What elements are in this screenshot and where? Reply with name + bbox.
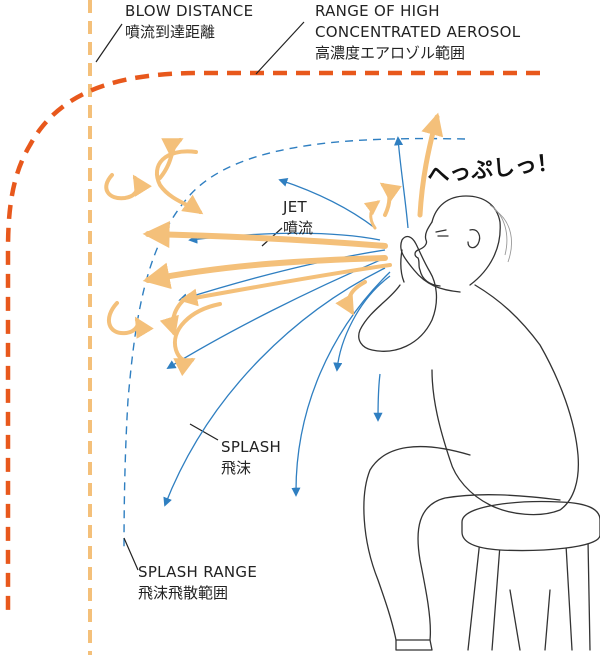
stool <box>462 502 600 650</box>
blow-distance-leader <box>96 24 122 62</box>
jet-curl <box>106 175 137 198</box>
jet-curl <box>383 185 389 215</box>
jet-curl <box>109 303 138 333</box>
splash-range-label: SPLASH RANGE 飛沫飛散範囲 <box>138 563 257 602</box>
jet-arrow-main <box>148 258 385 280</box>
splash-arrow <box>165 268 385 505</box>
jet-curl <box>175 304 220 361</box>
jet-jp: 噴流 <box>283 219 313 237</box>
blow-distance-jp: 噴流到達距離 <box>125 23 215 41</box>
jet-label: JET 噴流 <box>282 198 313 237</box>
splash-range-leader <box>124 538 138 570</box>
sneezing-person <box>359 196 600 650</box>
aerosol-leader <box>256 22 304 74</box>
aerosol-range-label: RANGE OF HIGH CONCENTRATED AEROSOL 高濃度エア… <box>315 2 521 62</box>
sneeze-sound: へっぷしっ！ <box>426 150 560 189</box>
jet-en: JET <box>282 198 308 216</box>
jet-curl <box>157 151 200 212</box>
splash-leader <box>190 424 218 440</box>
aerosol-jp: 高濃度エアロゾル範囲 <box>315 44 465 62</box>
splash-en: SPLASH <box>221 438 281 456</box>
blow-distance-label: BLOW DISTANCE 噴流到達距離 <box>125 2 253 41</box>
splash-arrow <box>378 374 380 420</box>
splash-range-jp: 飛沫飛散範囲 <box>138 584 228 602</box>
blow-distance-en: BLOW DISTANCE <box>125 2 253 20</box>
splash-arrow <box>398 138 408 228</box>
splash-arrows <box>165 138 408 505</box>
splash-label: SPLASH 飛沫 <box>221 438 281 477</box>
jet-curl <box>371 202 378 228</box>
aerosol-en-line2: CONCENTRATED AEROSOL <box>315 23 521 41</box>
splash-range-en: SPLASH RANGE <box>138 563 257 581</box>
aerosol-range-boundary <box>8 73 540 610</box>
jet-arrows <box>106 117 437 361</box>
splash-jp: 飛沫 <box>221 459 251 477</box>
aerosol-en-line1: RANGE OF HIGH <box>315 2 440 20</box>
